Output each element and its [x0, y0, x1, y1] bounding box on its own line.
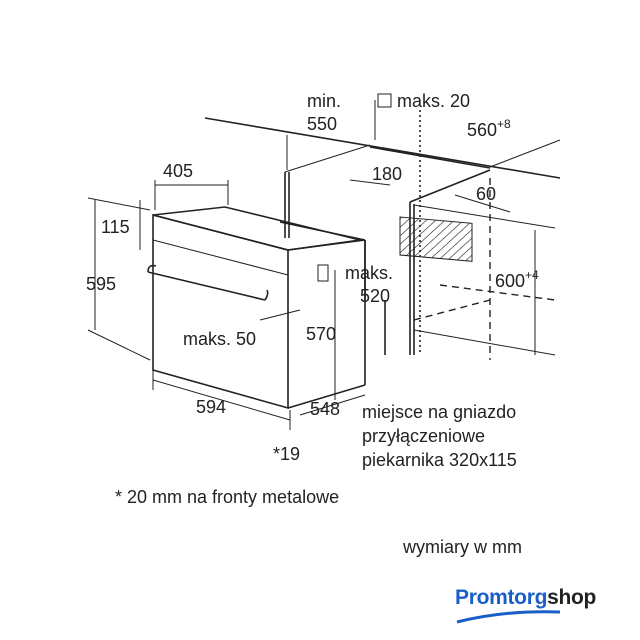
label-570: 570	[306, 324, 336, 344]
label-548: 548	[310, 399, 340, 419]
label-550: 550	[307, 114, 337, 134]
label-595: 595	[86, 274, 116, 294]
label-115: 115	[101, 217, 130, 237]
promtorgshop-logo: Promtorgshop	[455, 586, 596, 610]
label-405: 405	[163, 161, 193, 181]
note-socket-3: piekarnika 320x115	[362, 450, 517, 470]
logo-part2: shop	[547, 586, 597, 609]
label-maks: maks.	[345, 263, 393, 283]
label-594: 594	[196, 397, 226, 417]
oven-bracket	[317, 264, 329, 282]
note-units: wymiary w mm	[402, 537, 522, 557]
label-maks-20: maks. 20	[397, 91, 470, 111]
label-520: 520	[360, 286, 390, 306]
label-maks-50: maks. 50	[183, 329, 256, 349]
label-60: 60	[476, 184, 496, 204]
oven	[147, 206, 366, 410]
label-180: 180	[372, 164, 402, 184]
note-metal-fronts: * 20 mm na fronty metalowe	[115, 487, 339, 507]
oven-handle	[147, 264, 269, 301]
socket-area-hatch	[399, 216, 473, 262]
label-600: 600+4	[495, 268, 539, 291]
logo-swoosh-icon	[456, 610, 561, 624]
label-560: 560+8	[467, 117, 511, 140]
cabinet	[279, 110, 556, 360]
square-icon	[377, 93, 392, 108]
label-19: *19	[273, 444, 300, 464]
note-socket-1: miejsce na gniazdo	[362, 402, 516, 422]
dimension-lines	[87, 100, 536, 430]
countertop	[204, 117, 561, 179]
note-socket-2: przyłączeniowe	[362, 426, 485, 446]
label-min: min.	[307, 91, 341, 111]
logo-part1: Promtorg	[455, 586, 548, 609]
